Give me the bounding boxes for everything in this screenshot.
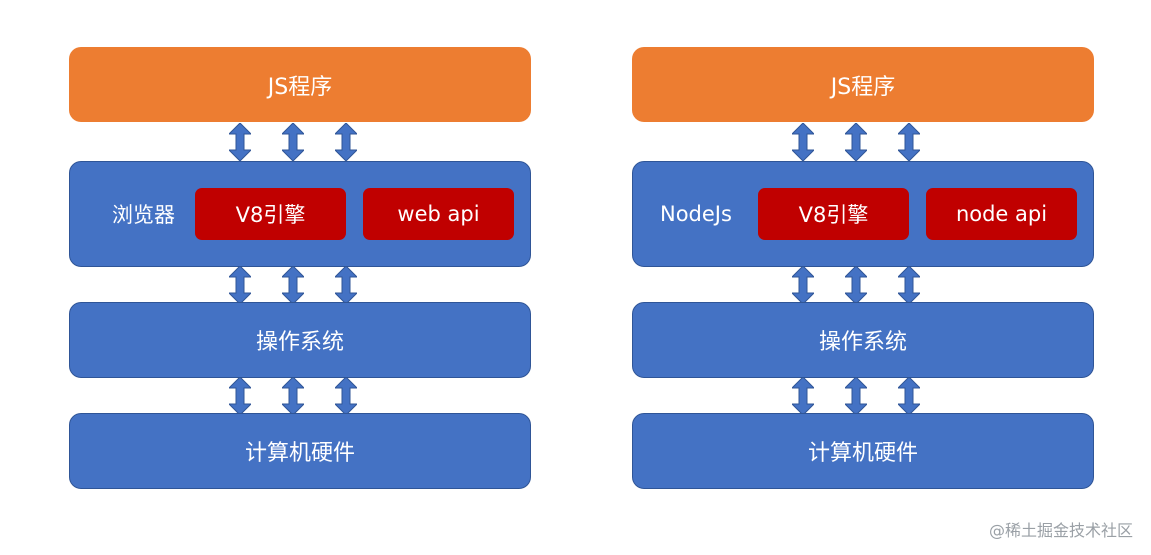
v8-engine-block: V8引擎 [195, 188, 346, 240]
double-arrow-icon [229, 123, 251, 161]
arrows-environment-os [632, 266, 1094, 306]
v8-engine-block: V8引擎 [758, 188, 909, 240]
double-arrow-icon [335, 377, 357, 415]
api-label: web api [397, 202, 480, 226]
browser-block: 浏览器 V8引擎 web api [69, 161, 531, 267]
double-arrow-icon [792, 123, 814, 161]
engine-label: V8引擎 [235, 203, 306, 227]
arrows-environment-os [69, 266, 531, 306]
os-label: 操作系统 [818, 330, 907, 355]
hardware-label: 计算机硬件 [244, 441, 355, 466]
js-program-block: JS程序 [632, 47, 1094, 122]
double-arrow-icon [792, 377, 814, 415]
double-arrow-icon [282, 123, 304, 161]
double-arrow-icon [282, 377, 304, 415]
double-arrow-icon [282, 266, 304, 304]
hardware-block: 计算机硬件 [69, 413, 531, 489]
engine-label: V8引擎 [798, 203, 869, 227]
hardware-block: 计算机硬件 [632, 413, 1094, 489]
double-arrow-icon [229, 377, 251, 415]
double-arrow-icon [845, 377, 867, 415]
double-arrow-icon [229, 266, 251, 304]
arrows-os-hardware [632, 377, 1094, 417]
api-label: node api [955, 202, 1048, 226]
arrows-program-environment [69, 123, 531, 163]
js-program-label: JS程序 [830, 74, 896, 100]
os-label: 操作系统 [255, 330, 344, 355]
double-arrow-icon [898, 377, 920, 415]
arrows-os-hardware [69, 377, 531, 417]
js-program-label: JS程序 [267, 74, 333, 100]
double-arrow-icon [845, 266, 867, 304]
double-arrow-icon [898, 266, 920, 304]
js-program-block: JS程序 [69, 47, 531, 122]
nodejs-block: NodeJs V8引擎 node api [632, 161, 1094, 267]
os-block: 操作系统 [69, 302, 531, 378]
double-arrow-icon [335, 123, 357, 161]
double-arrow-icon [898, 123, 920, 161]
hardware-label: 计算机硬件 [807, 441, 918, 466]
watermark: @稀土掘金技术社区 [988, 521, 1133, 540]
environment-label: NodeJs [660, 202, 732, 226]
double-arrow-icon [792, 266, 814, 304]
double-arrow-icon [335, 266, 357, 304]
os-block: 操作系统 [632, 302, 1094, 378]
node-api-block: node api [926, 188, 1077, 240]
environment-label: 浏览器 [112, 203, 175, 227]
arrows-program-environment [632, 123, 1094, 163]
web-api-block: web api [363, 188, 514, 240]
double-arrow-icon [845, 123, 867, 161]
